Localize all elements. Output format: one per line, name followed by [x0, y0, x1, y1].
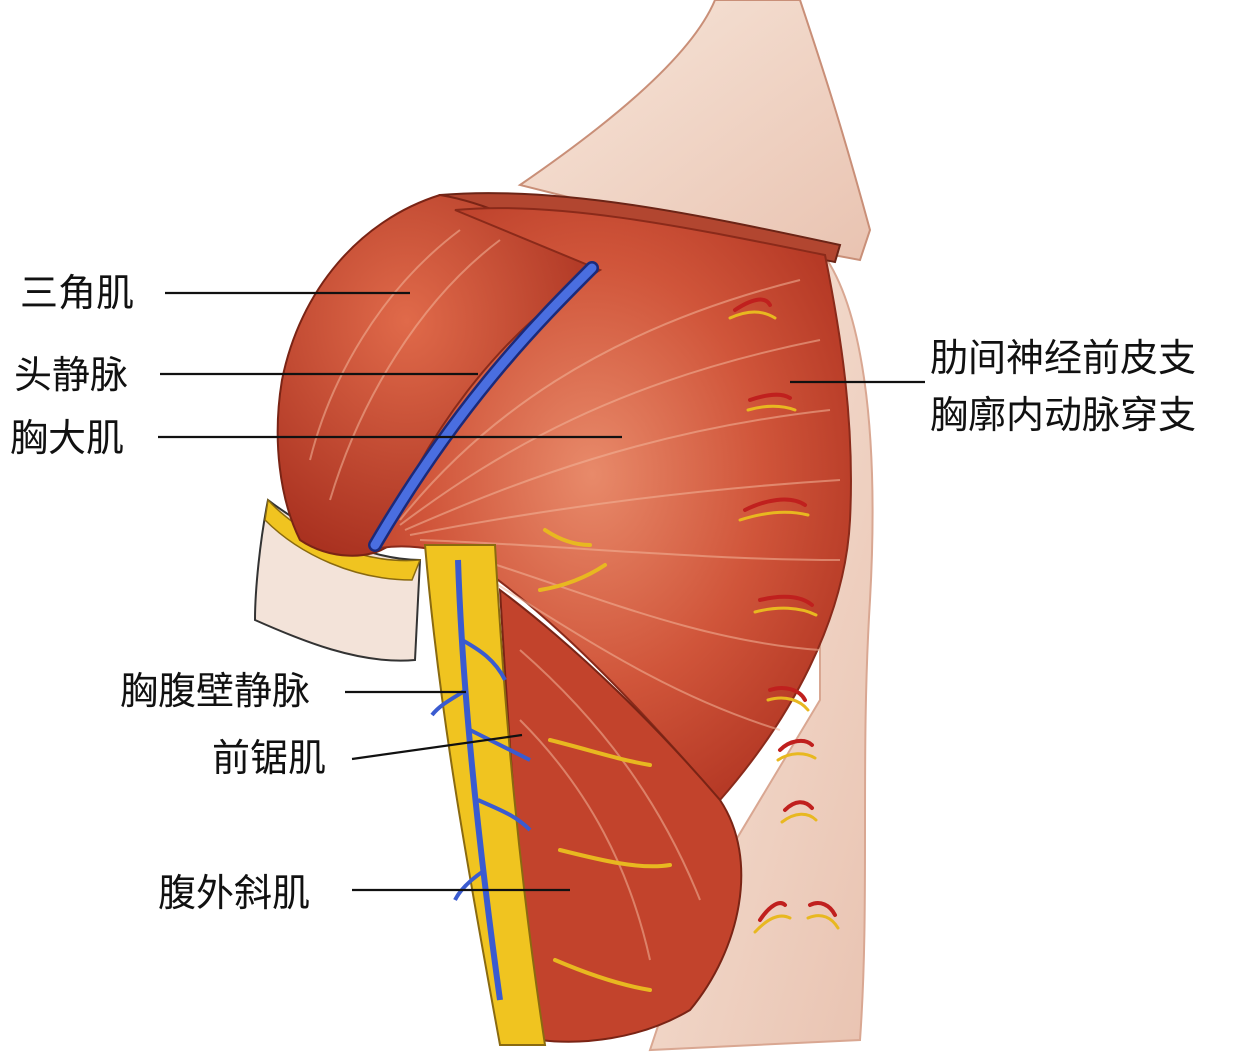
label-thoracoepigastric-vein: 胸腹壁静脉: [120, 669, 311, 713]
perforating-branches: [728, 297, 840, 934]
thoracoepigastric-vein: [455, 559, 503, 1001]
label-pectoralis-major: 胸大肌: [10, 416, 125, 460]
nerve-branches: [538, 528, 672, 992]
leader-serratus-anterior: [351, 733, 523, 761]
label-external-oblique: 腹外斜肌: [158, 871, 311, 915]
trunk-skin: [648, 247, 874, 1052]
label-cephalic-vein: 头静脉: [14, 353, 129, 397]
label-deltoid: 三角肌: [20, 271, 135, 315]
lateral-fat-strip: [423, 544, 547, 1046]
neck-skin: [517, 0, 872, 262]
label-serratus-anterior: 前锯肌: [212, 736, 327, 780]
label-intercostal-nerve: 肋间神经前皮支: [930, 336, 1197, 380]
label-internal-thoracic-perforator: 胸廓内动脉穿支: [930, 393, 1197, 437]
